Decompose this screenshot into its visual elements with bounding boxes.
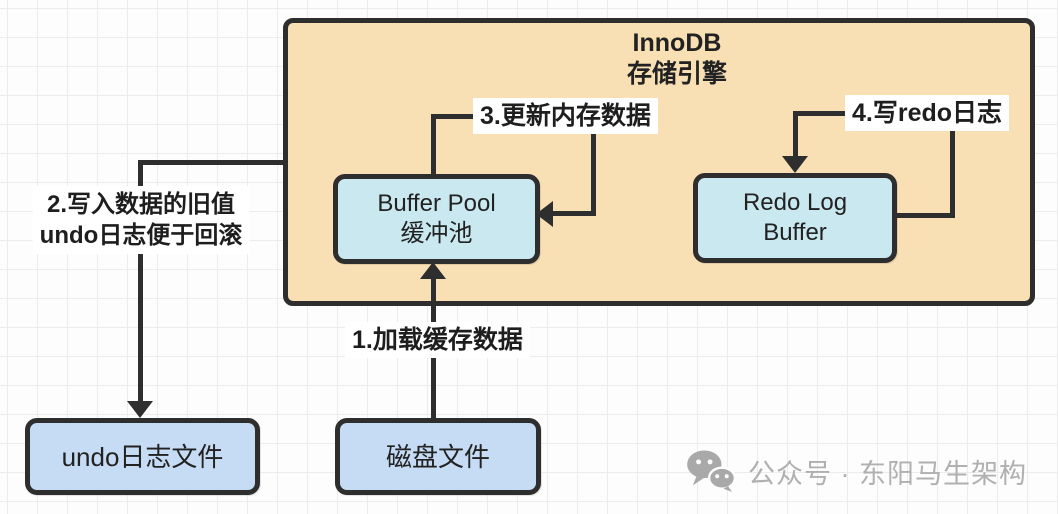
disk-file-label: 磁盘文件 <box>385 441 490 472</box>
buffer-pool-label-zh: 缓冲池 <box>400 220 473 247</box>
connector-step4-return-vertical <box>950 130 955 218</box>
step2-label-line1: 2.写入数据的旧值 <box>46 191 236 218</box>
arrowhead-into-buffer-pool-bottom <box>420 262 446 279</box>
undo-log-file-label: undo日志文件 <box>61 441 224 472</box>
step3-label: 3.更新内存数据 <box>473 98 658 134</box>
redo-log-label-line1: Redo Log <box>742 189 848 216</box>
step1-label: 1.加载缓存数据 <box>345 322 530 358</box>
arrowhead-into-undo-file <box>127 401 153 418</box>
arrowhead-into-redo-log-top <box>782 156 808 173</box>
node-redo-log-buffer: Redo Log Buffer <box>693 173 897 263</box>
connector-step3-return-vertical <box>591 134 596 216</box>
watermark-text: 公众号 · 东阳马生架构 <box>748 458 1027 489</box>
arrowhead-into-buffer-pool-right <box>536 201 553 227</box>
redo-log-label-line2: Buffer <box>763 219 827 246</box>
step4-label: 4.写redo日志 <box>845 95 1010 131</box>
watermark: 公众号 · 东阳马生架构 <box>686 450 1027 492</box>
connector-step4-top-horizontal <box>793 111 848 116</box>
wechat-icon <box>686 450 736 492</box>
engine-title: InnoDB 存储引擎 <box>627 28 727 90</box>
step2-label-line2: undo日志便于回滚 <box>39 222 243 249</box>
engine-title-line2: 存储引擎 <box>626 60 728 88</box>
connector-step2-vertical <box>138 160 143 404</box>
connector-step4-top-vertical <box>793 111 798 158</box>
connector-step4-return-horizontal <box>895 213 955 218</box>
connector-step3-return-horizontal <box>552 211 596 216</box>
connector-step2-horizontal <box>138 160 286 165</box>
engine-title-line1: InnoDB <box>632 29 722 57</box>
node-buffer-pool: Buffer Pool 缓冲池 <box>333 174 540 264</box>
step2-label: 2.写入数据的旧值 undo日志便于回滚 <box>32 186 250 254</box>
connector-step3-top-vertical <box>431 114 436 176</box>
node-undo-log-file: undo日志文件 <box>25 418 260 495</box>
node-disk-file: 磁盘文件 <box>335 418 541 495</box>
buffer-pool-label-en: Buffer Pool <box>377 190 496 217</box>
connector-step3-top-horizontal <box>431 114 477 119</box>
